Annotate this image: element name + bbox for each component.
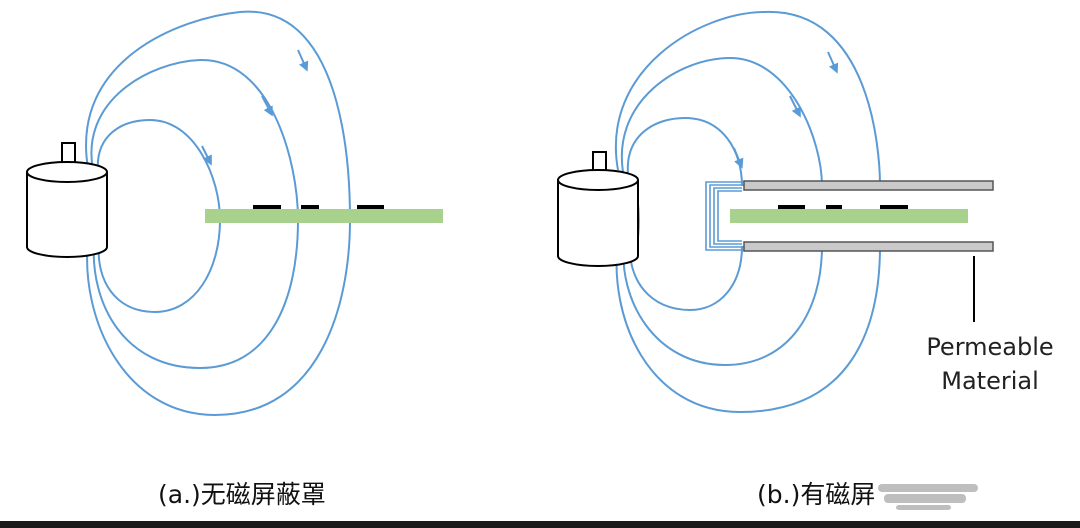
caption-a: (a.)无磁屏蔽罩 — [158, 480, 326, 509]
arrow-icon — [733, 147, 744, 169]
smudge — [878, 484, 978, 492]
magnet-a — [26, 142, 108, 258]
sensor-chips-b — [778, 205, 908, 209]
chip — [880, 205, 908, 209]
field-arrows-a — [201, 49, 309, 166]
field-line-middle-lower — [622, 241, 823, 367]
sensor-board-b — [730, 209, 968, 223]
magnet-top — [26, 161, 108, 183]
panel-b — [557, 10, 994, 510]
sensor-board-a — [205, 209, 443, 223]
shield-flux-line — [717, 190, 742, 242]
shield-flux-line — [713, 187, 742, 245]
arrow-icon — [827, 51, 839, 74]
sensor-chips-a — [253, 205, 384, 209]
field-line-inner — [96, 118, 222, 314]
field-arrows-b — [733, 51, 839, 169]
material-label: Permeable Material — [912, 330, 1068, 398]
arrow-icon — [201, 145, 212, 166]
magnet-b — [557, 151, 639, 267]
chip — [253, 205, 281, 209]
chip — [778, 205, 805, 209]
field-line-inner-lower — [628, 243, 743, 312]
chip — [826, 205, 842, 209]
magnet-top — [557, 169, 639, 191]
material-label-line2: Material — [941, 367, 1039, 395]
field-line-middle — [620, 56, 823, 187]
smudge — [884, 494, 966, 503]
shield-plate-bottom — [743, 241, 994, 252]
obscured-caption-overlay — [878, 484, 978, 510]
field-line-outer-lower — [615, 239, 881, 414]
bottom-border-bar — [0, 521, 1080, 528]
chip — [301, 205, 319, 209]
field-line-outer — [615, 10, 881, 187]
material-label-line1: Permeable — [926, 333, 1054, 361]
chip — [357, 205, 384, 209]
shield-plate-top — [743, 180, 994, 191]
magnet-body — [557, 180, 639, 267]
permeable-shield — [743, 180, 994, 252]
magnet-body — [26, 172, 108, 258]
arrow-icon — [261, 95, 273, 117]
panel-a — [26, 10, 443, 417]
caption-b: (b.)有磁屏 — [757, 480, 876, 509]
arrow-icon — [297, 49, 309, 72]
field-line-inner — [626, 116, 743, 187]
arrow-icon — [789, 95, 801, 118]
smudge — [896, 505, 951, 510]
